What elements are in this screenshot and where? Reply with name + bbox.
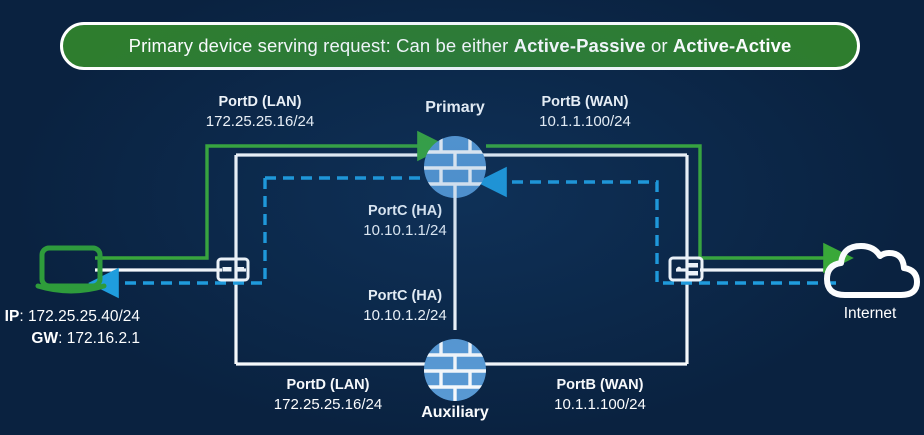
primary-firewall-icon (424, 136, 486, 198)
label-primary-wan-port: PortB (WAN) (541, 94, 629, 110)
flow-return-cyan (88, 166, 836, 299)
label-auxiliary-lan: PortD (LAN) 172.25.25.16/24 (248, 376, 408, 415)
switch-right-icon (668, 256, 704, 282)
client-ip-key: IP (4, 308, 20, 325)
flow-return-outbound (88, 178, 267, 299)
auxiliary-firewall-icon (424, 339, 486, 401)
label-auxiliary-lan-ip: 172.25.25.16/24 (273, 396, 383, 414)
client-gw-value: 172.16.2.1 (66, 330, 140, 348)
client-ip-row: IP: 172.25.25.40/24 (4, 308, 140, 325)
status-banner-text: Primary device serving request: Can be e… (129, 35, 792, 57)
status-banner: Primary device serving request: Can be e… (60, 22, 860, 70)
label-auxiliary-wan-ip: 10.1.1.100/24 (554, 396, 646, 414)
label-primary-wan: PortB (WAN) 10.1.1.100/24 (505, 93, 665, 132)
banner-mode-active-active: Active-Active (672, 35, 792, 56)
label-auxiliary-wan: PortB (WAN) 10.1.1.100/24 (520, 376, 680, 415)
label-auxiliary-lan-port: PortD (LAN) (286, 377, 370, 393)
flow-forward-inbound (95, 130, 448, 260)
client-laptop-icon (35, 245, 107, 294)
label-auxiliary-ha-ip: 10.10.1.2/24 (363, 307, 447, 325)
client-ip-value: 172.25.25.40/24 (27, 308, 140, 325)
label-primary-ha-port: PortC (HA) (367, 203, 443, 219)
label-primary-lan: PortD (LAN) 172.25.25.16/24 (180, 93, 340, 132)
label-primary-lan-ip: 172.25.25.16/24 (205, 113, 315, 131)
label-auxiliary-ha: PortC (HA) 10.10.1.2/24 (325, 287, 485, 326)
auxiliary-device-label: Auxiliary (421, 404, 489, 421)
flow-forward-outbound (486, 144, 854, 274)
switch-left-icon (216, 257, 250, 282)
banner-conjunction: or (645, 35, 673, 56)
label-auxiliary-wan-port: PortB (WAN) (556, 377, 644, 393)
client-ip-info: IP: 172.25.25.40/24 GW: 172.16.2.1 (0, 306, 140, 351)
internet-cloud-label: Internet (843, 305, 897, 322)
primary-device-label: Primary (425, 99, 485, 116)
flow-forward-green (95, 130, 854, 274)
label-auxiliary-ha-port: PortC (HA) (367, 288, 443, 304)
flow-return-inbound (476, 166, 836, 285)
internet-cloud-icon (824, 243, 920, 298)
label-primary-lan-port: PortD (LAN) (218, 94, 302, 110)
banner-mode-active-passive: Active-Passive (513, 35, 646, 56)
client-gw-key: GW (31, 330, 59, 348)
banner-prefix: Primary device serving request: Can be e… (128, 35, 514, 56)
label-primary-ha-ip: 10.10.1.1/24 (363, 222, 447, 240)
label-primary-ha: PortC (HA) 10.10.1.1/24 (325, 202, 485, 241)
label-primary-wan-ip: 10.1.1.100/24 (539, 113, 631, 131)
client-gw-row: GW: 172.16.2.1 (31, 330, 140, 348)
